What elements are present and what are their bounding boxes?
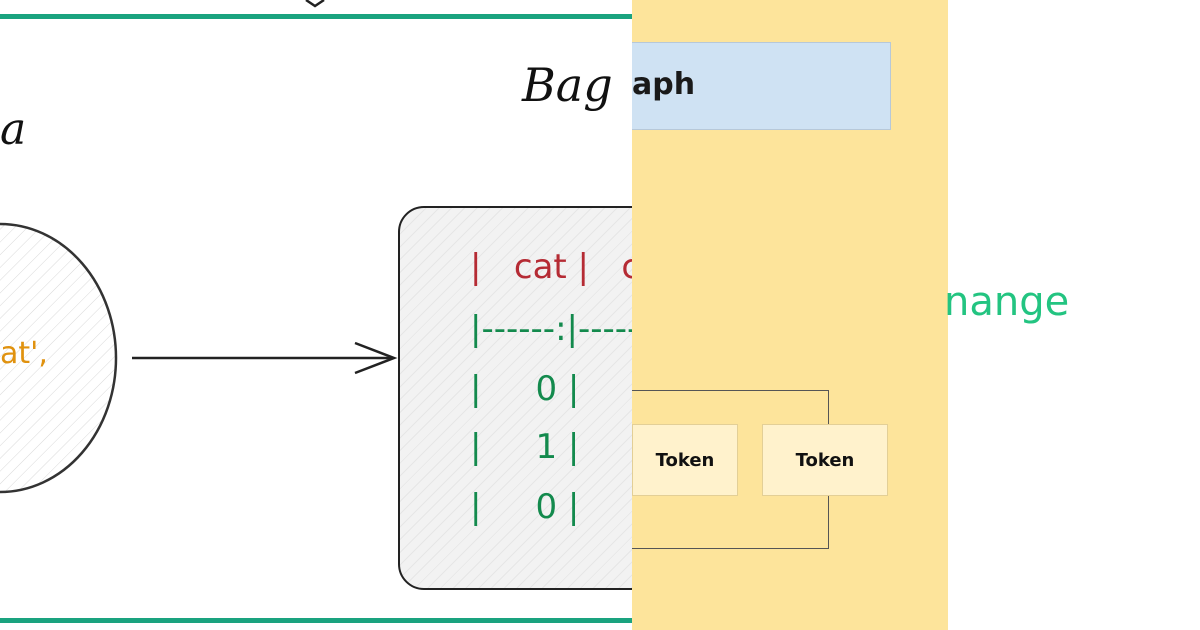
token-box: Token [762,424,888,496]
bag-of-words-panel: a Bag at', | cat | c |------:|----- | 0 … [0,0,632,623]
bag-table-box: | cat | c |------:|----- | 0 | | 1 | | 0… [398,206,632,590]
table-row: | 0 | [470,369,580,409]
top-green-rule [0,14,632,19]
table-row: | 0 | [470,487,580,527]
token-box: Token [632,424,738,496]
table-separator: |------:|----- [470,309,632,349]
paragraph-box [632,42,891,130]
input-ellipse [0,222,118,494]
title-fragment: a [0,104,27,155]
top-arrow-fragment [305,0,325,8]
change-label: nange [944,279,1070,325]
table-row: | 1 | [470,427,580,467]
ellipse-arrow-svg [0,222,398,494]
bottom-green-rule [0,618,632,623]
ellipse-text: at', [0,336,48,371]
paragraph-label: aph [632,67,696,102]
bag-label: Bag [522,58,613,112]
flow-arrow-head [354,341,398,375]
table-header: | cat | c [470,247,632,287]
tokenization-panel: aph Token Token [632,0,948,630]
